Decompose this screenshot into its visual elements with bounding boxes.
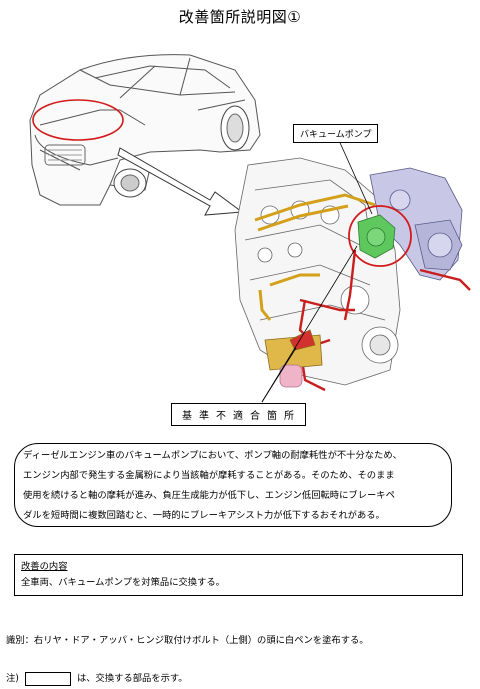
note-line: 注) は、交換する部品を示す。: [6, 670, 188, 686]
description-line: エンジン内部で発生する金属粉により当該軸が摩耗することがある。そのため、そのまま: [23, 470, 395, 481]
defect-leader-line: [261, 245, 358, 403]
defect-location-label: 基準不適合箇所: [171, 403, 306, 426]
defect-leader-line-2: [261, 347, 297, 403]
vacuum-lines-drawing: [298, 249, 471, 392]
page-title: 改善箇所説明図①: [178, 8, 302, 26]
fuel-lines-drawing: [254, 193, 376, 321]
car-to-engine-arrow: [117, 147, 244, 216]
pump-highlight-circle: [348, 205, 412, 267]
remedy-heading: 改善の内容: [21, 561, 68, 572]
description-line: ダルを短時間に複数回踏むと、一時的にブレーキアシスト力が低下するおそれがある。: [23, 510, 385, 521]
identification-text: 識別：右リヤ・ドア・アッパ・ヒンジ取付けボルト（上側）の頭に白ペンを塗布する。: [6, 635, 369, 646]
description-line: ディーゼルエンジン車のバキュームポンプにおいて、ポンプ軸の耐摩耗性が不十分なため…: [23, 450, 402, 461]
hood-highlight-ellipse: [32, 99, 124, 141]
vacuum-pump-drawing: [357, 214, 396, 259]
note-prefix: 注): [6, 673, 19, 684]
note-suffix: は、交換する部品を示す。: [76, 673, 188, 684]
description-line: 使用を続けると軸の摩耗が進み、負圧生成能力が低下し、エンジン低回転時にブレーキペ: [23, 490, 395, 501]
turbocharger-drawing: [369, 167, 463, 281]
vehicle-engine-illustration: [29, 54, 471, 403]
note-legend-box: [24, 671, 71, 686]
vacuum-pump-label: バキュームポンプ: [293, 124, 379, 143]
defect-description-box: ディーゼルエンジン車のバキュームポンプにおいて、ポンプ軸の耐摩耗性が不十分なため…: [14, 443, 452, 527]
remedy-text: 全車両、バキュームポンプを対策品に交換する。: [21, 577, 225, 588]
remedy-box: 改善の内容 全車両、バキュームポンプを対策品に交換する。: [14, 554, 463, 596]
car-drawing: [29, 54, 261, 206]
pump-leader-line: [336, 135, 373, 215]
